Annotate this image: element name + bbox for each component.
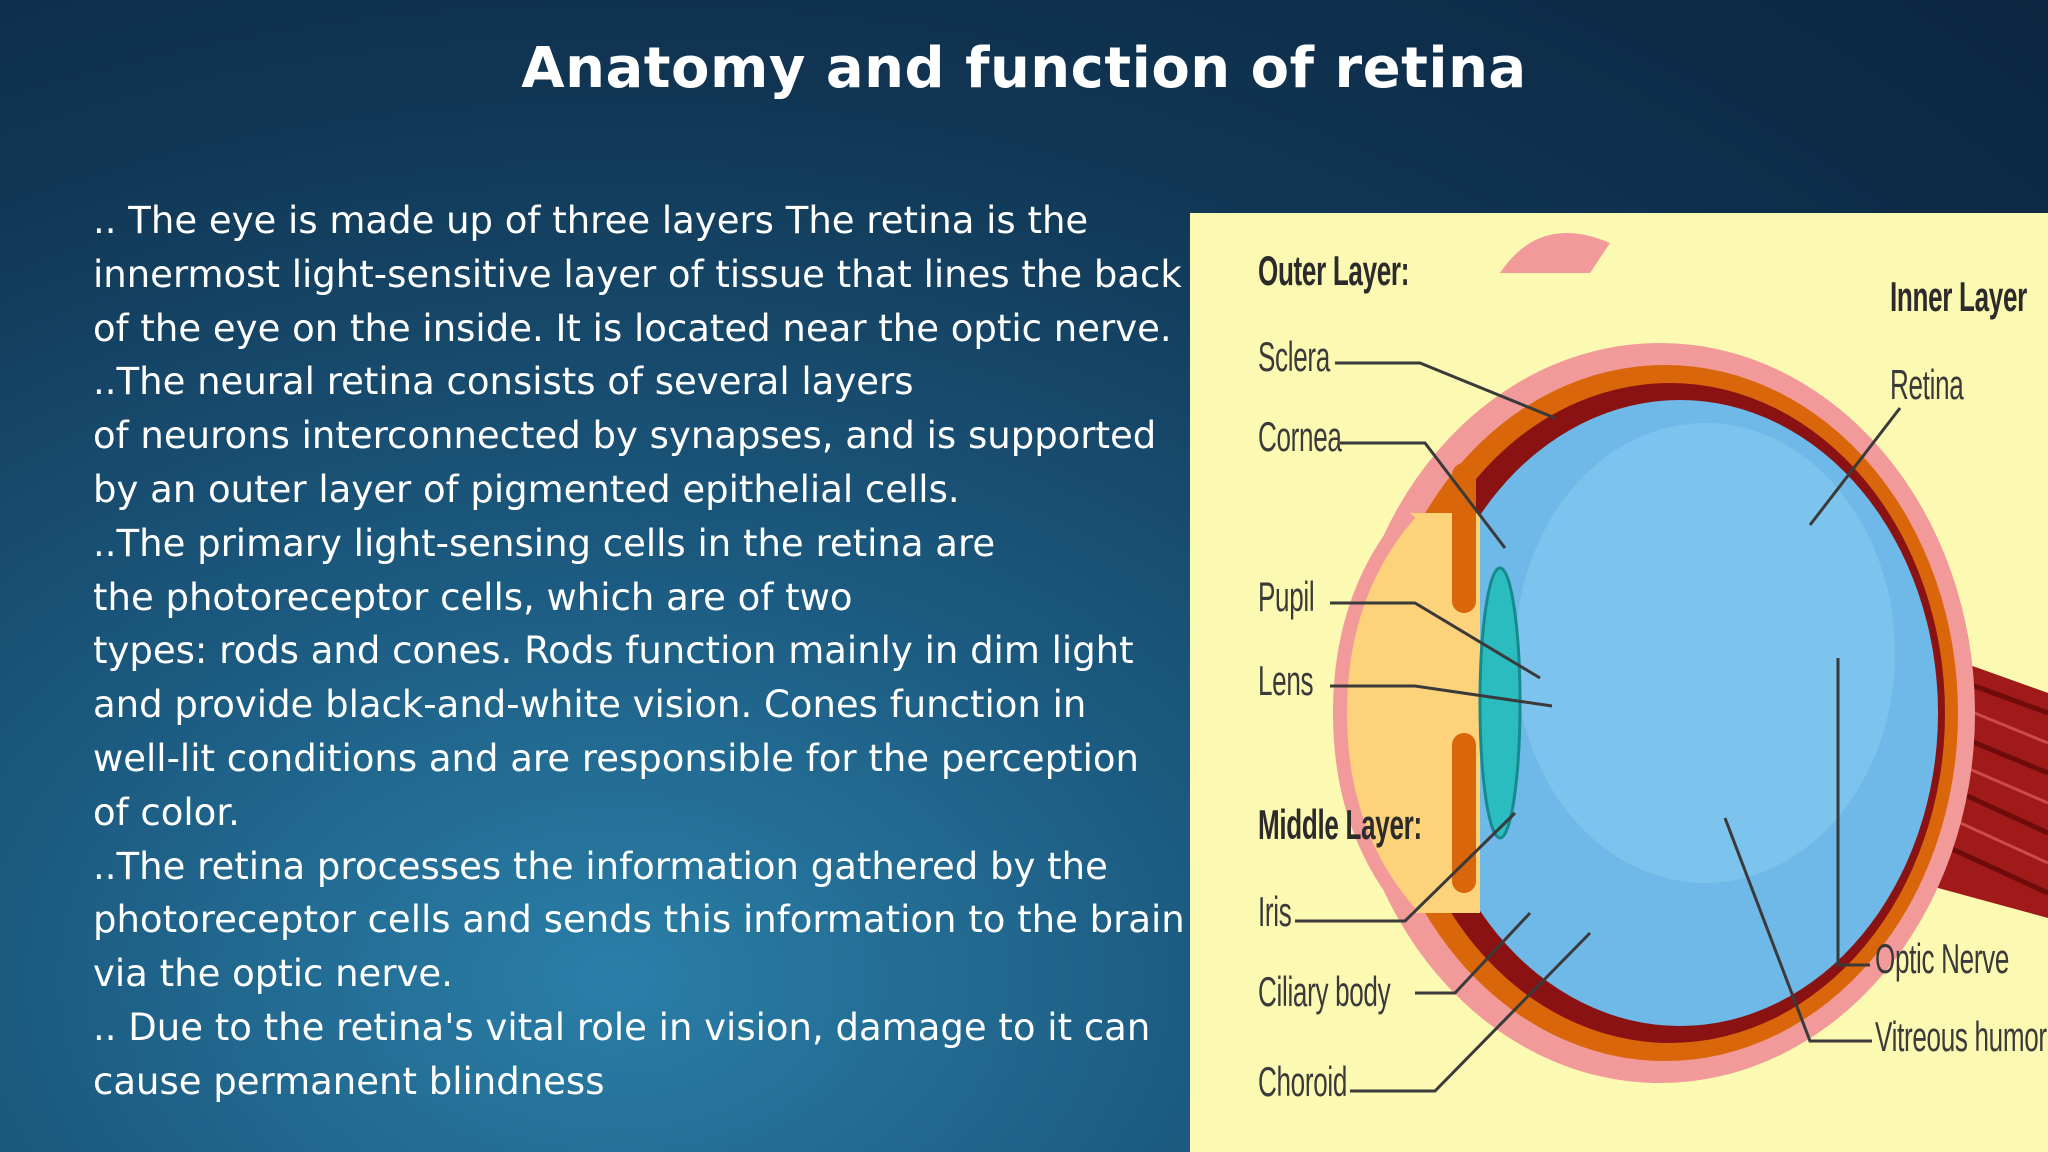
body-line: innermost light-sensitive layer of tissu…: [93, 252, 1182, 296]
body-line: photoreceptor cells and sends this infor…: [93, 898, 1185, 942]
lens-shape: [1478, 566, 1522, 840]
body-line: by an outer layer of pigmented epithelia…: [93, 467, 960, 511]
aqueous-shape: [1340, 513, 1480, 913]
label-cornea: Cornea: [1258, 413, 1342, 460]
label-choroid: Choroid: [1258, 1058, 1348, 1105]
eye-illustration: [1295, 233, 2048, 1093]
body-line: via the optic nerve.: [93, 952, 453, 996]
eye-diagram: Outer Layer: Sclera Cornea Pupil Lens Mi…: [1190, 213, 2048, 1152]
middle-layer-heading: Middle Layer:: [1258, 801, 1422, 848]
label-lens: Lens: [1258, 657, 1314, 704]
outer-layer-heading: Outer Layer:: [1258, 247, 1410, 294]
label-retina: Retina: [1890, 361, 1964, 408]
body-line: ..The primary light-sensing cells in the…: [93, 521, 996, 565]
label-iris: Iris: [1258, 888, 1292, 935]
label-sclera: Sclera: [1258, 333, 1330, 380]
body-line: of the eye on the inside. It is located …: [93, 306, 1172, 350]
body-line: cause permanent blindness: [93, 1059, 605, 1103]
body-line: the photoreceptor cells, which are of tw…: [93, 575, 853, 619]
label-optic-nerve: Optic Nerve: [1875, 935, 2010, 982]
label-pupil: Pupil: [1258, 573, 1315, 620]
body-line: .. The eye is made up of three layers Th…: [93, 199, 1089, 242]
label-ciliary-body: Ciliary body: [1258, 968, 1391, 1015]
inner-layer-heading: Inner Layer: [1890, 273, 2027, 320]
body-line: and provide black-and-white vision. Cone…: [93, 683, 1087, 727]
body-line: ..The retina processes the information g…: [93, 844, 1108, 888]
body-line: of neurons interconnected by synapses, a…: [93, 414, 1157, 458]
label-vitreous-humor: Vitreous humor: [1875, 1013, 2047, 1060]
body-line: of color.: [93, 790, 240, 834]
body-line: well-lit conditions and are responsible …: [93, 736, 1139, 780]
body-line: .. Due to the retina's vital role in vis…: [93, 1005, 1151, 1049]
body-line: ..The neural retina consists of several …: [93, 360, 914, 404]
slide-title: Anatomy and function of retina: [521, 36, 1527, 101]
body-line: types: rods and cones. Rods function mai…: [93, 629, 1134, 673]
body-text: .. The eye is made up of three layers Th…: [93, 194, 1185, 1109]
